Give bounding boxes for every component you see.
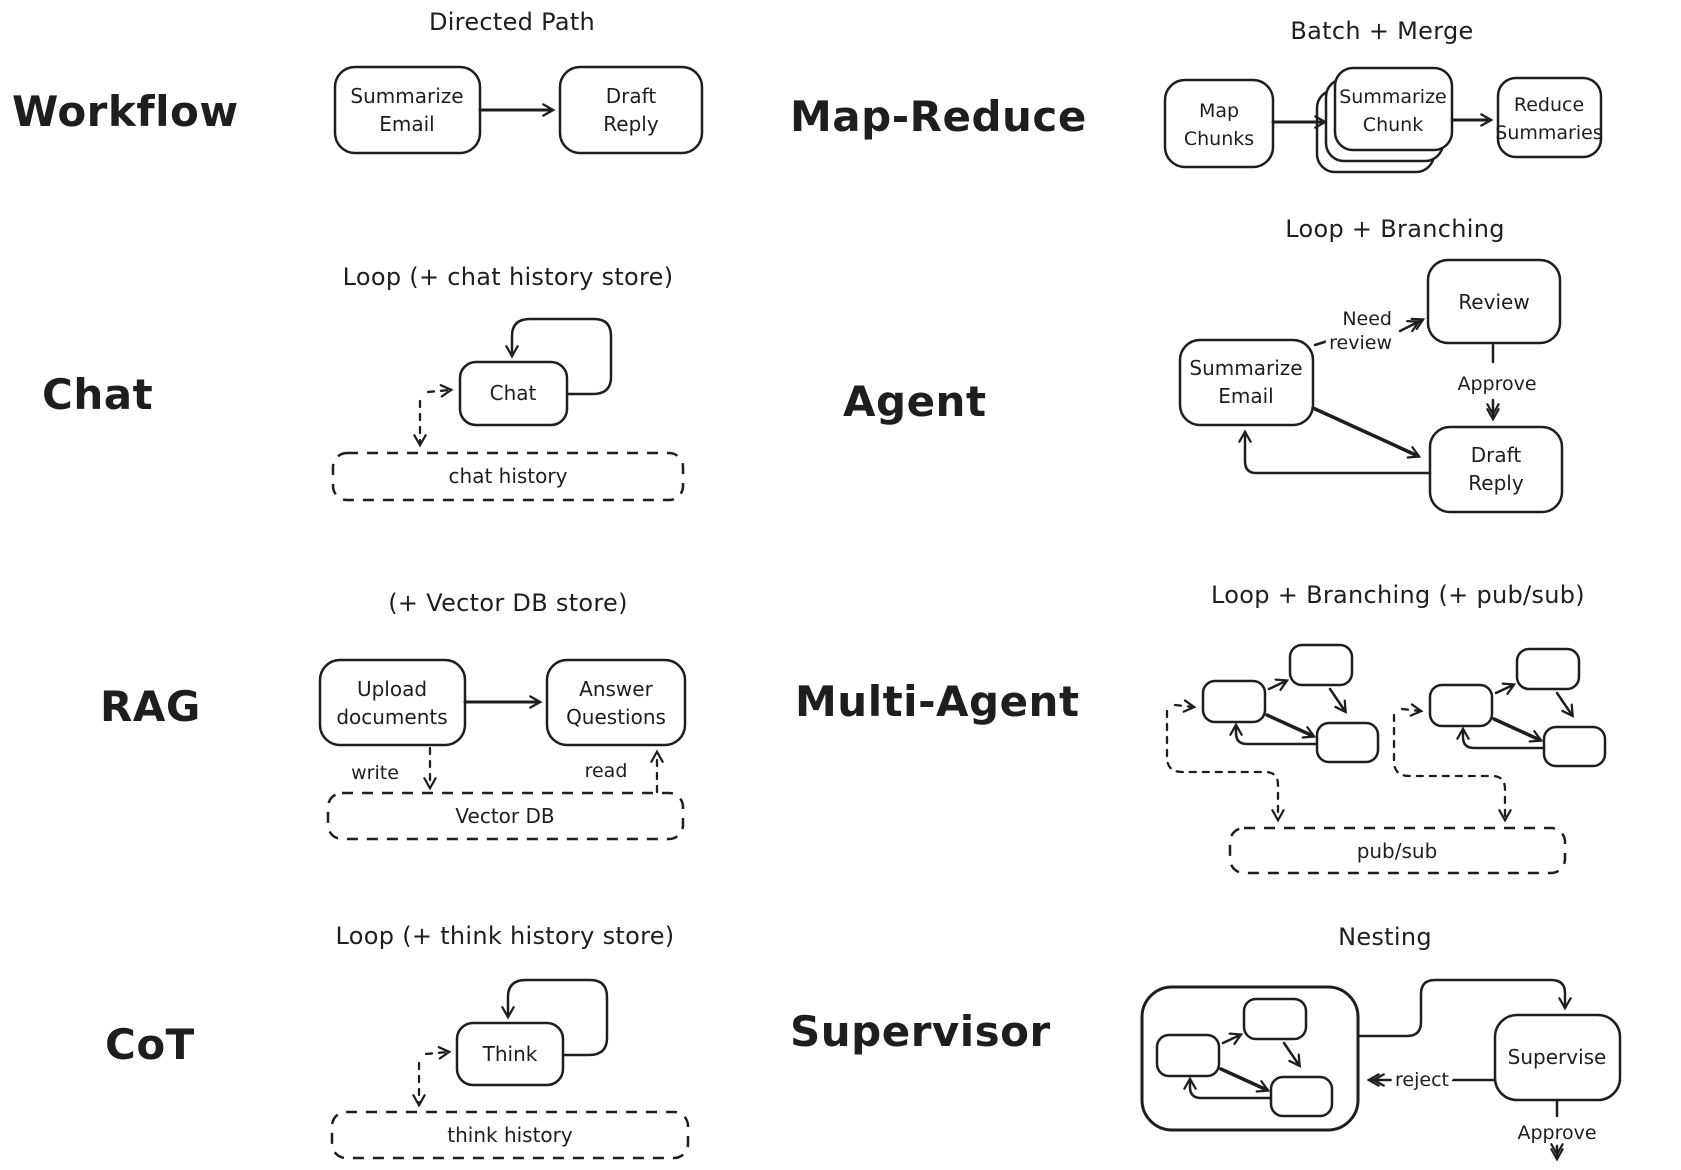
entry-edge-dashed: [426, 384, 454, 398]
node-chat: [458, 360, 569, 427]
node-label: Chunks: [1184, 128, 1254, 150]
node-label: Reply: [603, 112, 659, 136]
edge-to-supervise: [1357, 978, 1572, 1038]
section-multi-agent: Multi-Agent Loop + Branching (+ pub/sub)…: [795, 581, 1605, 875]
section-label: CoT: [105, 1020, 195, 1069]
edge-label: review: [1329, 332, 1392, 354]
node-label: Think: [482, 1042, 538, 1066]
node-label: Summarize: [1339, 86, 1447, 108]
store-vector-db: [326, 791, 685, 841]
section-title: Directed Path: [429, 8, 595, 36]
node-label: Email: [379, 112, 435, 136]
node-label: Questions: [566, 705, 666, 729]
edge-arrow: [1311, 406, 1422, 459]
node-label: Review: [1458, 290, 1529, 314]
section-title: Loop + Branching: [1285, 215, 1505, 243]
node-label: Reduce: [1514, 94, 1584, 116]
node-label: Supervise: [1508, 1045, 1607, 1069]
section-label: Workflow: [12, 87, 239, 136]
loop-back-edge: [1238, 429, 1432, 475]
node-label: Draft: [1471, 443, 1522, 467]
agent-cluster-1: [1165, 645, 1378, 823]
node-label: Reply: [1468, 471, 1524, 495]
section-label: RAG: [100, 682, 201, 731]
section-cot: CoT Loop (+ think history store) Think t…: [105, 922, 690, 1160]
store-chat-history: [331, 451, 685, 502]
node-summarize-email: [1178, 338, 1315, 427]
section-label: Map-Reduce: [790, 92, 1087, 141]
section-supervisor: Supervisor Nesting Supervise reject Appr…: [790, 923, 1622, 1162]
section-label: Multi-Agent: [795, 677, 1080, 726]
node-answer-questions: [545, 658, 687, 747]
store-label: think history: [447, 1123, 573, 1147]
node-label: Summarize: [1189, 356, 1302, 380]
store-label: chat history: [449, 464, 568, 488]
entry-edge-dashed: [424, 1046, 452, 1060]
edge-label-read: read: [585, 760, 628, 782]
node-draft-reply: [1428, 425, 1564, 514]
section-title: Loop + Branching (+ pub/sub): [1211, 581, 1585, 609]
edge-label: Approve: [1457, 373, 1536, 395]
store-label: pub/sub: [1357, 839, 1438, 863]
entry-edge-dashed: [1400, 703, 1424, 717]
section-rag: RAG (+ Vector DB store) Upload documents…: [100, 589, 687, 841]
section-label: Chat: [42, 370, 153, 419]
edge-leader-line: [1313, 335, 1342, 347]
node-label: Upload: [357, 677, 427, 701]
entry-edge-dashed: [1173, 699, 1197, 713]
section-chat: Chat Loop (+ chat history store) Chat ch…: [42, 263, 685, 502]
pubsub-edge-dashed: [1392, 713, 1512, 823]
section-label: Agent: [843, 377, 987, 426]
edge-label-reject: reject: [1395, 1069, 1449, 1091]
node-label: Chat: [490, 381, 537, 405]
section-title: Loop (+ chat history store): [343, 263, 674, 291]
node-summarize-chunk: [1333, 66, 1454, 152]
edge-label-approve: Approve: [1517, 1122, 1596, 1144]
node-label: Draft: [606, 84, 657, 108]
node-label: Answer: [579, 677, 653, 701]
section-label: Supervisor: [790, 1007, 1051, 1056]
edge-label: Need: [1342, 308, 1392, 330]
edge-need-review-arrow: [1398, 317, 1426, 333]
self-loop-edge: [505, 317, 613, 396]
store-pub-sub: [1228, 826, 1567, 875]
edge-label-write: write: [351, 762, 399, 784]
node-think: [455, 1021, 565, 1087]
node-review: [1426, 258, 1562, 345]
pubsub-edge-dashed: [1165, 709, 1285, 823]
node-upload-documents: [318, 658, 467, 747]
agent-cluster-2: [1392, 649, 1605, 823]
node-reduce-summaries: [1496, 76, 1603, 159]
section-title: Nesting: [1338, 923, 1432, 951]
store-label: Vector DB: [455, 804, 554, 828]
section-title: Batch + Merge: [1290, 17, 1473, 45]
store-think-history: [330, 1110, 690, 1160]
node-label: Chunk: [1363, 114, 1423, 136]
node-label: Summaries: [1495, 122, 1602, 144]
node-draft-reply: [558, 65, 704, 155]
node-label: Map: [1199, 100, 1239, 122]
section-title: (+ Vector DB store): [388, 589, 628, 617]
self-loop-edge: [501, 978, 609, 1057]
node-label: documents: [336, 705, 447, 729]
section-title: Loop (+ think history store): [336, 922, 675, 950]
section-workflow: Workflow Directed Path Summarize Email D…: [12, 8, 704, 155]
section-agent: Agent Loop + Branching Review Summarize …: [843, 215, 1564, 514]
node-map-chunks: [1163, 78, 1275, 169]
node-summarize-email: [333, 65, 482, 155]
node-label: Summarize: [350, 84, 463, 108]
section-map-reduce: Map-Reduce Batch + Merge Map Chunks Summ…: [790, 17, 1603, 174]
node-label: Email: [1218, 384, 1274, 408]
